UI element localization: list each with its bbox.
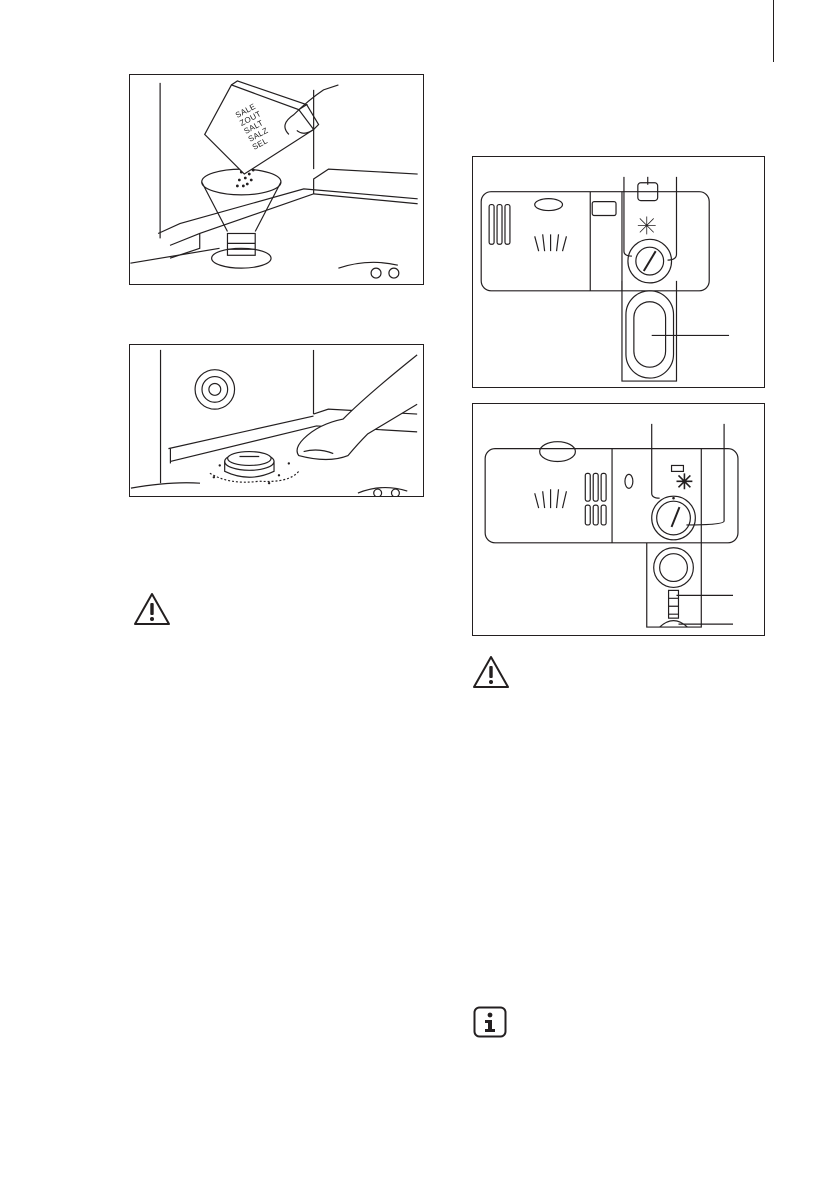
info-icon	[473, 1006, 507, 1038]
figure-closing-salt-container	[129, 344, 424, 497]
figure-dispenser-dial	[472, 156, 765, 388]
page-margin-rule	[773, 0, 774, 62]
warning-triangle-icon	[472, 655, 510, 689]
warning-triangle-icon	[133, 592, 171, 626]
figure-dispenser-rinse-aid	[472, 403, 765, 636]
figure-filling-salt-container: SALE ZOUT SALT SALZ SEL	[129, 74, 424, 285]
